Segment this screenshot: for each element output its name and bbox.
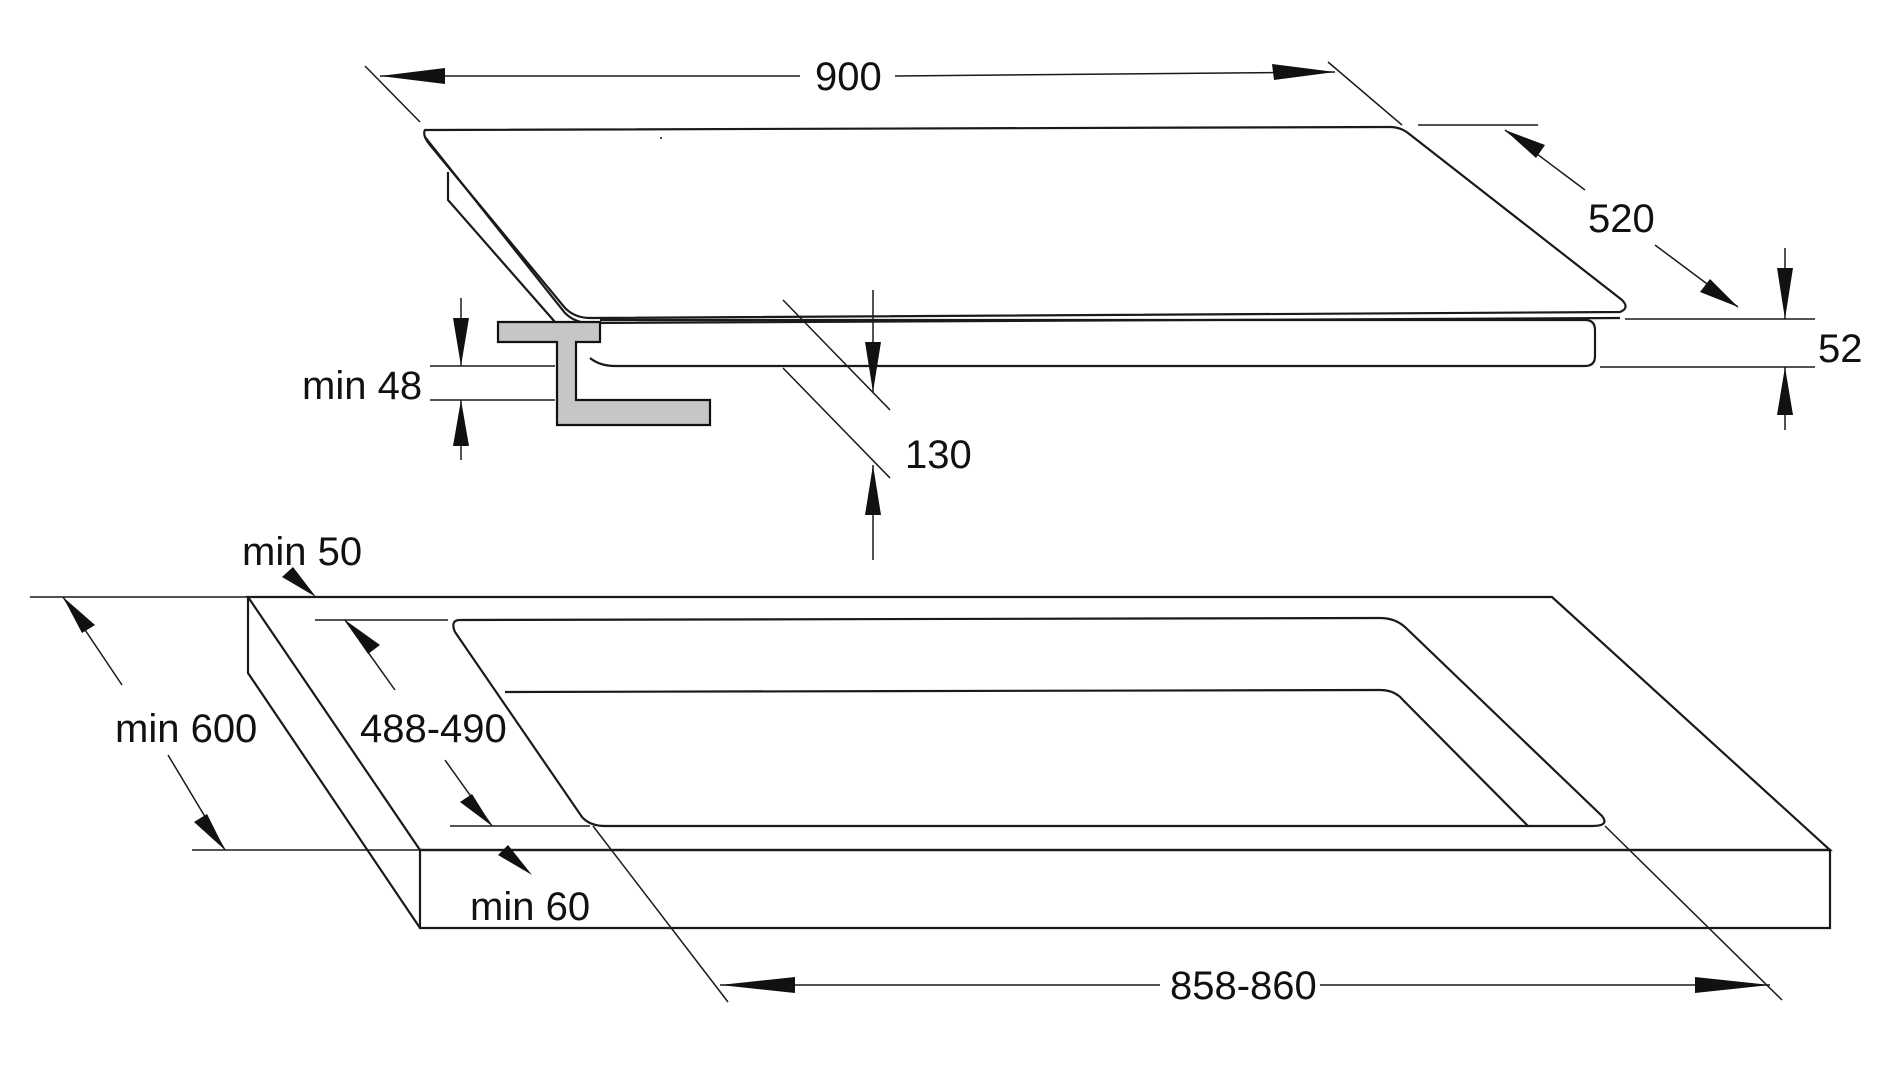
mounting-bracket (496, 320, 712, 427)
dim-width-label: 900 (815, 55, 882, 99)
dim-min-front-gap: min 48 (302, 298, 555, 460)
arrow-head (1272, 64, 1335, 80)
arrow-head (1777, 367, 1793, 415)
arrow-head (453, 400, 469, 446)
arrow-head (380, 68, 445, 84)
arrow-head (1777, 268, 1793, 319)
hob-glass-top (423, 125, 1627, 320)
arrow-head (63, 597, 95, 633)
worktop-cutout-inner (504, 688, 1529, 827)
dim-min-rear: min 50 (242, 530, 362, 597)
dim-cutout-depth-label: 488-490 (360, 707, 507, 751)
arrow-head (460, 794, 492, 826)
worktop-front-face (418, 848, 1832, 930)
dim-width: 900 (364, 55, 1403, 126)
dim-cutout-width: 858-860 (592, 825, 1783, 1008)
dim-clearance-label: 130 (905, 433, 972, 477)
arrow-head (865, 342, 881, 392)
dim-cutout-width-label: 858-860 (1170, 964, 1317, 1008)
worktop (245, 595, 1833, 930)
dim-min-worktop-depth-label: min 600 (115, 707, 257, 751)
dim-depth-label: 520 (1588, 197, 1655, 241)
dim-height-label: 52 (1818, 327, 1863, 371)
dim-clearance: 130 (782, 290, 972, 560)
dim-height: 52 (1600, 248, 1863, 430)
dim-min-worktop-depth: min 600 (30, 596, 420, 851)
arrow-head (194, 814, 225, 850)
dim-min-front: min 60 (470, 845, 590, 929)
dim-cutout-depth: 488-490 (315, 619, 590, 827)
worktop-cutout (452, 616, 1606, 828)
arrow-head (282, 567, 316, 597)
arrow-head (1700, 279, 1738, 307)
arrow-head (1505, 130, 1545, 158)
dim-depth: 520 (1418, 124, 1739, 308)
arrow-head (865, 465, 881, 515)
worktop-side-face (246, 597, 421, 929)
hob-side-skirt (446, 172, 556, 323)
dim-min-rear-label: min 50 (242, 530, 362, 574)
arrow-head (498, 845, 532, 875)
hob (423, 125, 1627, 368)
dim-min-front-gap-label: min 48 (302, 364, 422, 408)
dim-min-front-label: min 60 (470, 885, 590, 929)
hob-body (589, 318, 1597, 368)
arrow-head (720, 977, 795, 993)
arrow-head (453, 318, 469, 366)
arrow-head (1695, 977, 1770, 993)
arrow-head (345, 620, 380, 654)
